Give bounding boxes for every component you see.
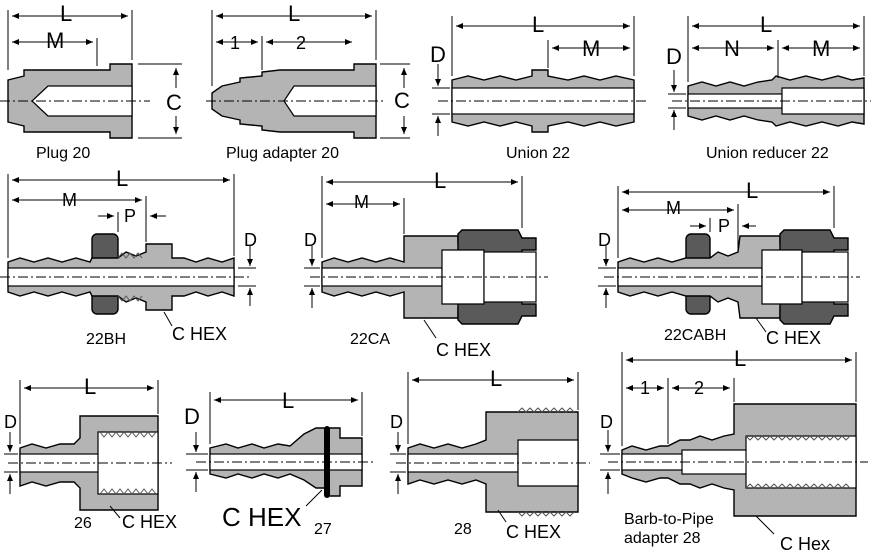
22bh-dim-P: P [124, 206, 136, 226]
26-drawing [4, 380, 172, 519]
plug-20-caption: Plug 20 [36, 145, 90, 162]
union-22-drawing [432, 16, 648, 136]
union-reducer-22-dim-M: M [812, 36, 830, 61]
22cabh-caption: 22CABH [664, 327, 726, 344]
22cabh-drawing [598, 186, 860, 333]
22cabh-dim-L: L [746, 178, 758, 203]
22ca-dim-L: L [434, 168, 446, 193]
22cabh-dim-M: M [666, 198, 681, 218]
22bh-dim-D: D [244, 230, 257, 250]
28-drawing [390, 372, 590, 523]
22ca-dim-M: M [354, 192, 369, 212]
26-hex-label: C HEX [122, 512, 177, 532]
22cabh-dim-P: P [718, 216, 730, 236]
26-caption: 26 [74, 515, 92, 532]
22ca-hex-label: C HEX [436, 340, 491, 360]
22bh-hex-label: C HEX [172, 324, 227, 344]
barb-to-pipe-28-caption-line2: adapter 28 [624, 530, 701, 547]
plug-adapter-20-dim-1: 1 [230, 33, 240, 53]
barb-to-pipe-28-hex-label: C Hex [780, 534, 830, 554]
barb-to-pipe-28-dim-L: L [734, 346, 746, 371]
plug-20-dim-C: C [166, 90, 182, 115]
27-dim-L: L [282, 388, 294, 413]
22ca-caption: 22CA [350, 331, 390, 348]
27-dim-D: D [184, 404, 200, 429]
plug-20-drawing [0, 10, 182, 139]
26-dim-L: L [84, 374, 96, 399]
28-dim-L: L [490, 366, 502, 391]
28-hex-label: C HEX [506, 522, 561, 542]
union-reducer-22-dim-L: L [760, 12, 772, 37]
28-caption: 28 [454, 521, 472, 538]
plug-adapter-20-dim-2: 2 [296, 33, 306, 53]
union-22-caption: Union 22 [506, 145, 570, 162]
union-reducer-22-caption: Union reducer 22 [706, 145, 829, 162]
27-hex-label: C HEX [222, 502, 301, 532]
barb-to-pipe-28-caption-line1: Barb-to-Pipe [624, 511, 714, 528]
barb-to-pipe-28-dim-D: D [600, 412, 613, 432]
plug-20-dim-L: L [60, 1, 72, 26]
barb-to-pipe-28-drawing [600, 352, 868, 535]
barb-to-pipe-28-dim-1: 1 [640, 378, 650, 398]
union-reducer-22-dim-D: D [666, 44, 682, 69]
22cabh-hex-label: C HEX [766, 328, 821, 348]
22cabh-dim-D: D [598, 230, 611, 250]
union-22-dim-D: D [430, 42, 446, 67]
plug-adapter-20-caption: Plug adapter 20 [226, 145, 339, 162]
union-reducer-22-drawing [668, 16, 871, 130]
22ca-dim-D: D [304, 230, 317, 250]
28-dim-D: D [390, 412, 403, 432]
27-drawing [186, 392, 376, 507]
union-22-dim-M: M [582, 36, 600, 61]
union-22-dim-L: L [532, 12, 544, 37]
union-reducer-22-dim-N: N [724, 36, 740, 61]
22bh-dim-M: M [62, 190, 77, 210]
22ca-drawing [304, 176, 548, 339]
22bh-drawing [0, 174, 256, 327]
27-caption: 27 [314, 521, 332, 538]
plug-20-dim-M: M [46, 28, 64, 53]
plug-adapter-20-drawing [206, 10, 410, 139]
22bh-dim-L: L [116, 166, 128, 191]
plug-adapter-20-dim-C: C [394, 88, 410, 113]
plug-adapter-20-dim-L: L [288, 1, 300, 26]
26-dim-D: D [4, 412, 17, 432]
barb-to-pipe-28-dim-2: 2 [694, 378, 704, 398]
22bh-caption: 22BH [86, 331, 126, 348]
